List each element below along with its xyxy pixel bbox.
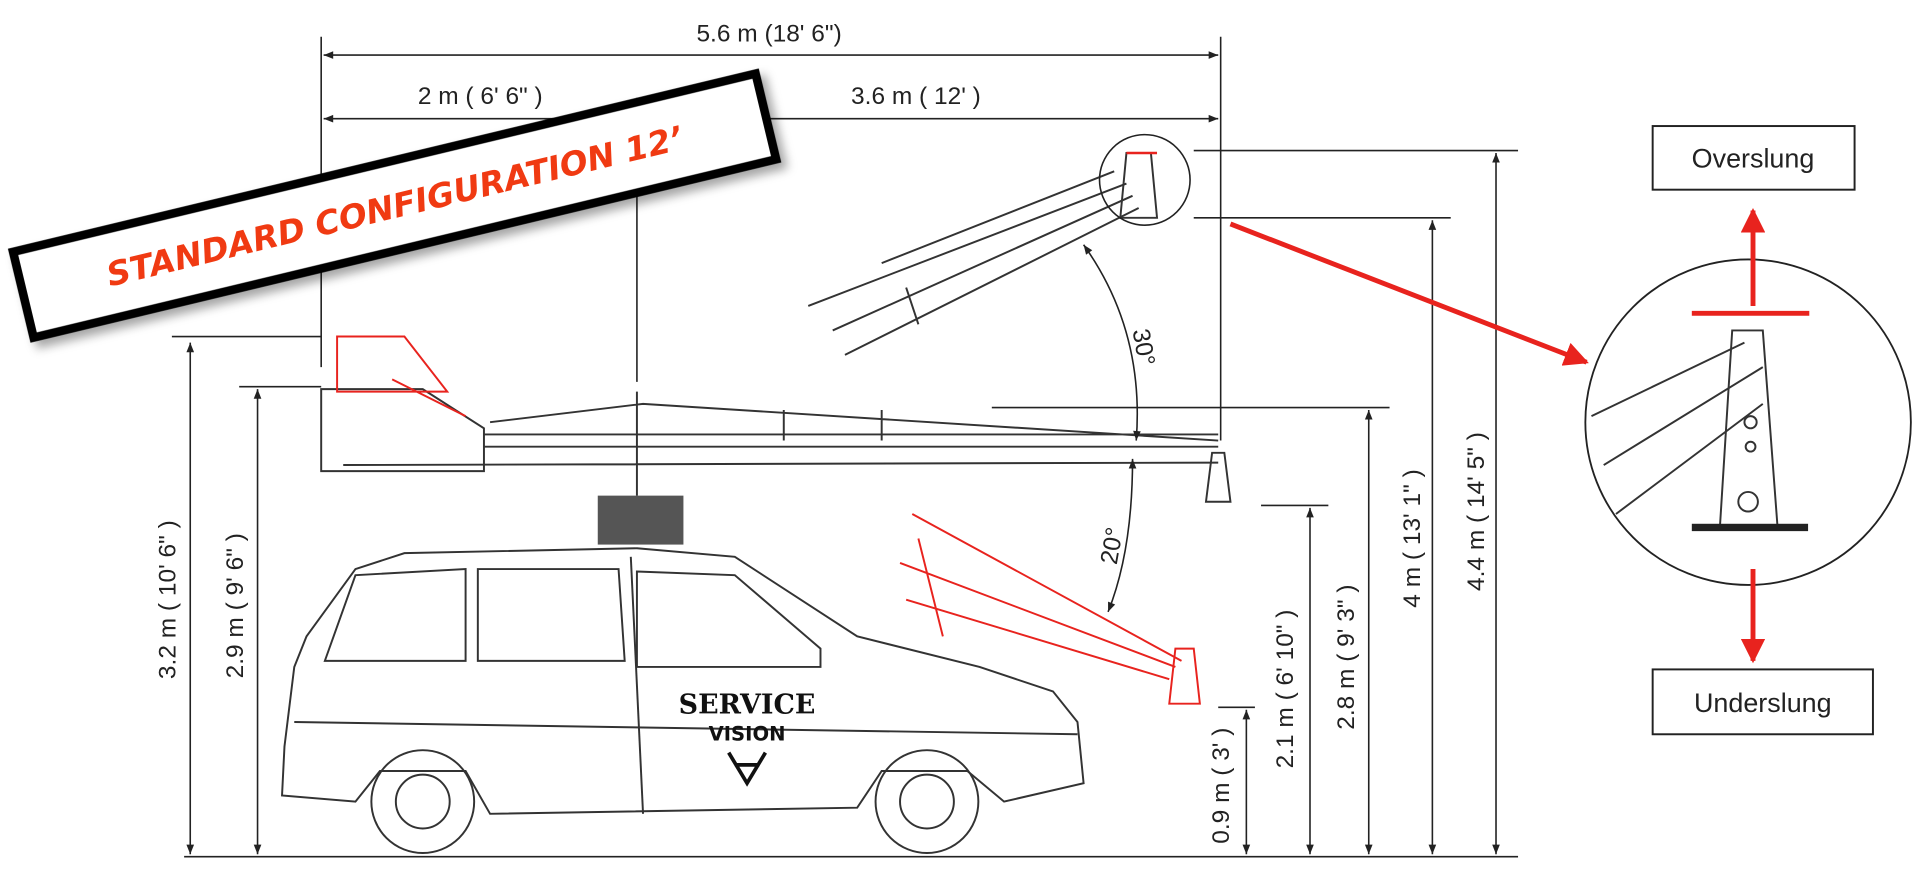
vertical-dimensions: 3.2 m ( 10' 6" ) 2.9 m ( 9' 6" ) 0.9 m (… [155,152,1500,855]
dim-rear-length: 2 m ( 6' 6" ) [418,83,543,110]
dim-total-length: 5.6 m (18' 6") [696,21,841,48]
mount-detail [1229,208,1912,664]
dim-height-level: 2.8 m ( 9' 3" ) [1333,585,1360,730]
configuration-banner: STANDARD CONFIGURATION 12’ [7,68,782,343]
dim-height-up-over: 4.4 m ( 14' 5" ) [1463,432,1490,591]
dim-height-level-under: 2.1 m ( 6' 10" ) [1272,610,1299,769]
reference-lines [171,149,1519,858]
dim-height-rear-top: 3.2 m ( 10' 6" ) [155,520,182,679]
angle-up-label: 30° [1127,327,1160,368]
dim-front-length: 3.6 m ( 12' ) [851,83,981,110]
overslung-label: Overslung [1692,144,1815,174]
angle-down-label: 20° [1096,525,1129,566]
underslung-label: Underslung [1694,688,1832,718]
logo-service: SERVICE [679,689,816,720]
overslung-label-box: Overslung [1651,125,1856,191]
crane-level [320,335,1232,545]
dim-height-rear-base: 2.9 m ( 9' 6" ) [222,533,249,678]
dim-height-low-under: 0.9 m ( 3' ) [1208,728,1235,844]
crane-down-position [899,513,1201,705]
dim-height-up-under: 4 m ( 13' 1" ) [1399,469,1426,607]
angle-arcs: 30° 20° [1082,244,1160,613]
logo-vision: VISION [709,722,786,745]
vehicle-drawing: SERVICE VISION [281,547,1085,854]
crane-up-position [807,133,1191,356]
underslung-label-box: Underslung [1651,668,1874,736]
